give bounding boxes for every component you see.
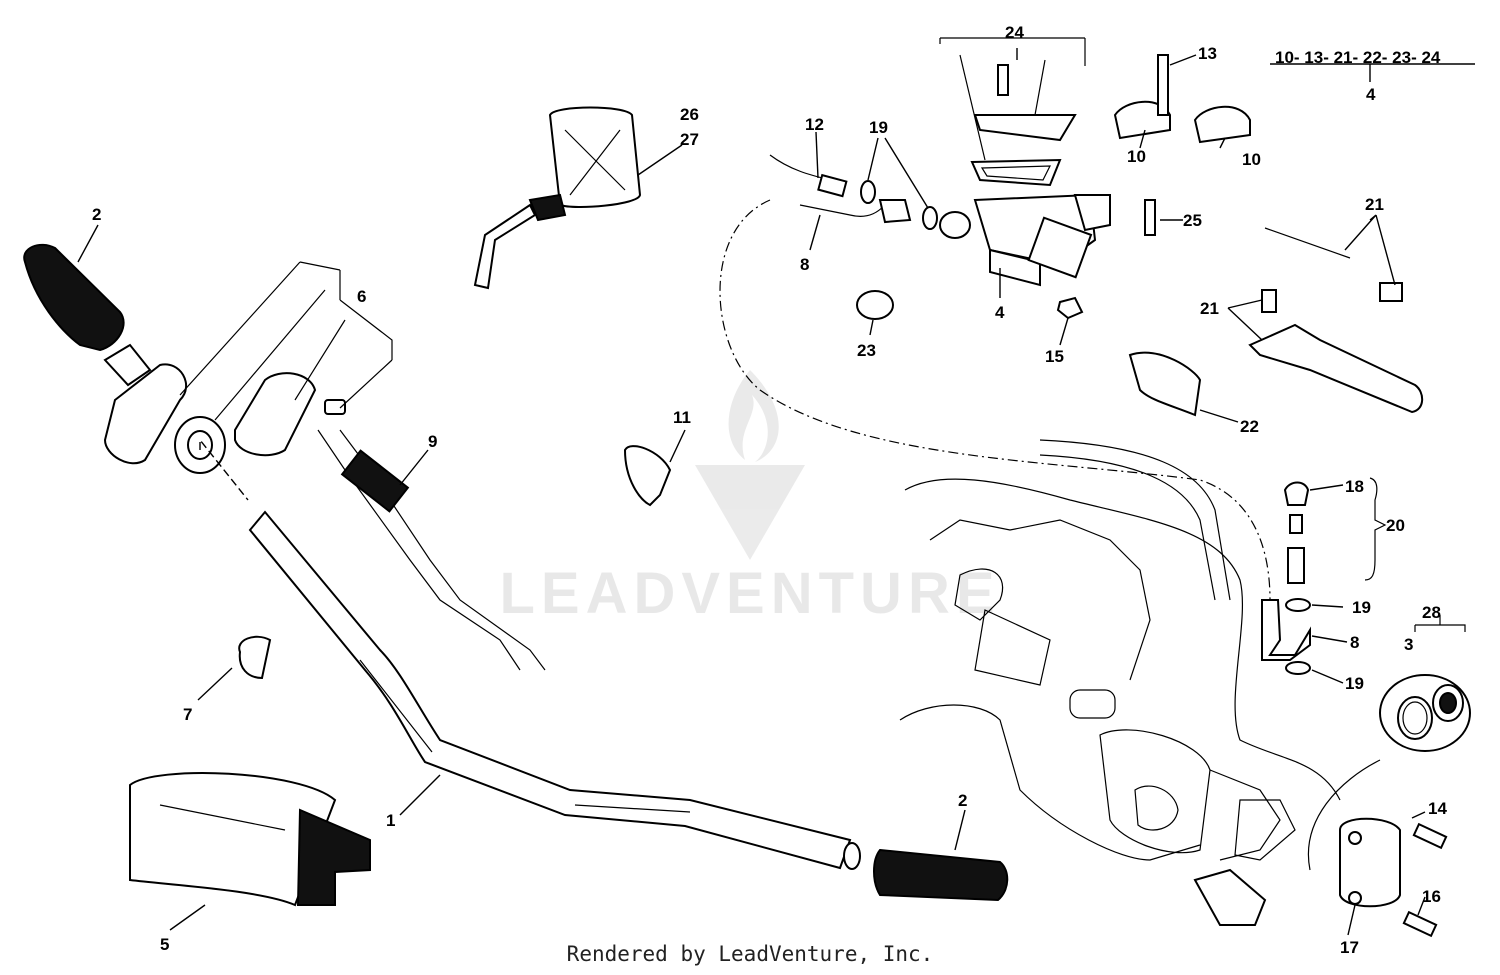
reservoir-seal-kit[interactable] <box>1379 615 1471 752</box>
bolt-13[interactable] <box>1157 54 1169 116</box>
callout-2-left: 2 <box>92 205 101 224</box>
callout-7: 7 <box>183 705 192 724</box>
callout-24: 24 <box>1005 23 1024 42</box>
callout-19-upper: 19 <box>869 118 888 137</box>
callout-20: 20 <box>1386 516 1405 535</box>
right-grip[interactable] <box>843 842 1009 902</box>
bar-pad[interactable] <box>129 772 371 907</box>
callout-16: 16 <box>1422 887 1441 906</box>
callout-21-upper: 21 <box>1365 195 1384 214</box>
leader-lines <box>77 48 1475 936</box>
engine-block <box>899 439 1341 861</box>
callout-1: 1 <box>386 811 395 830</box>
mirror[interactable] <box>473 106 642 290</box>
callout-5: 5 <box>160 935 169 954</box>
callout-19-mid: 19 <box>1352 598 1371 617</box>
master-cylinder[interactable] <box>939 193 1111 287</box>
brake-hose-route <box>719 199 1271 601</box>
callout-14: 14 <box>1428 799 1447 818</box>
clamp[interactable] <box>623 445 672 507</box>
callout-10-right: 10 <box>1242 150 1261 169</box>
callout-6: 6 <box>357 287 366 306</box>
footpeg <box>1193 799 1296 926</box>
cap-23[interactable] <box>856 290 894 320</box>
brake-lever[interactable] <box>1248 227 1424 414</box>
callout-26: 26 <box>680 105 699 124</box>
callout-8-upper: 8 <box>800 255 809 274</box>
callout-2-right: 2 <box>958 791 967 810</box>
callout-12: 12 <box>805 115 824 134</box>
callout-17: 17 <box>1340 938 1359 957</box>
rear-banjo-stack[interactable] <box>1261 477 1387 675</box>
handlebar[interactable] <box>248 510 852 870</box>
throttle-cables[interactable] <box>317 429 546 671</box>
callout-8-lower: 8 <box>1350 633 1359 652</box>
callout-18: 18 <box>1345 477 1364 496</box>
callout-3: 3 <box>1404 635 1413 654</box>
callout-11: 11 <box>673 408 691 427</box>
clip[interactable] <box>238 635 272 680</box>
callout-21-lower: 21 <box>1200 299 1219 318</box>
callout-22: 22 <box>1240 417 1259 436</box>
callout-15: 15 <box>1045 347 1064 366</box>
callout-28: 28 <box>1422 603 1441 622</box>
rear-master-cylinder[interactable] <box>1307 759 1448 938</box>
callout-23: 23 <box>857 341 876 360</box>
credit-text: Rendered by LeadVenture, Inc. <box>566 942 934 966</box>
callout-27: 27 <box>680 130 699 149</box>
callout-9: 9 <box>428 432 437 451</box>
callout-4: 4 <box>995 303 1005 322</box>
callout-13: 13 <box>1198 44 1217 63</box>
nut-15[interactable] <box>1056 296 1084 320</box>
left-grip[interactable] <box>23 243 152 387</box>
clamp-halves[interactable] <box>1113 100 1251 144</box>
watermark-text: LEADVENTURE <box>499 561 1001 626</box>
callout-10-left: 10 <box>1127 147 1146 166</box>
callout-4-kit: 4 <box>1366 85 1376 104</box>
lever-guard[interactable] <box>1128 351 1202 417</box>
kit-list-label: 10- 13- 21- 22- 23- 24 <box>1275 48 1441 67</box>
callout-19-lower: 19 <box>1345 674 1364 693</box>
brake-hose-upper[interactable] <box>769 154 938 230</box>
throttle-housing[interactable] <box>103 261 393 474</box>
bolt-25[interactable] <box>1144 199 1156 236</box>
callout-25: 25 <box>1183 211 1202 230</box>
watermark-logo <box>695 370 805 560</box>
reservoir-cover[interactable] <box>939 37 1086 187</box>
